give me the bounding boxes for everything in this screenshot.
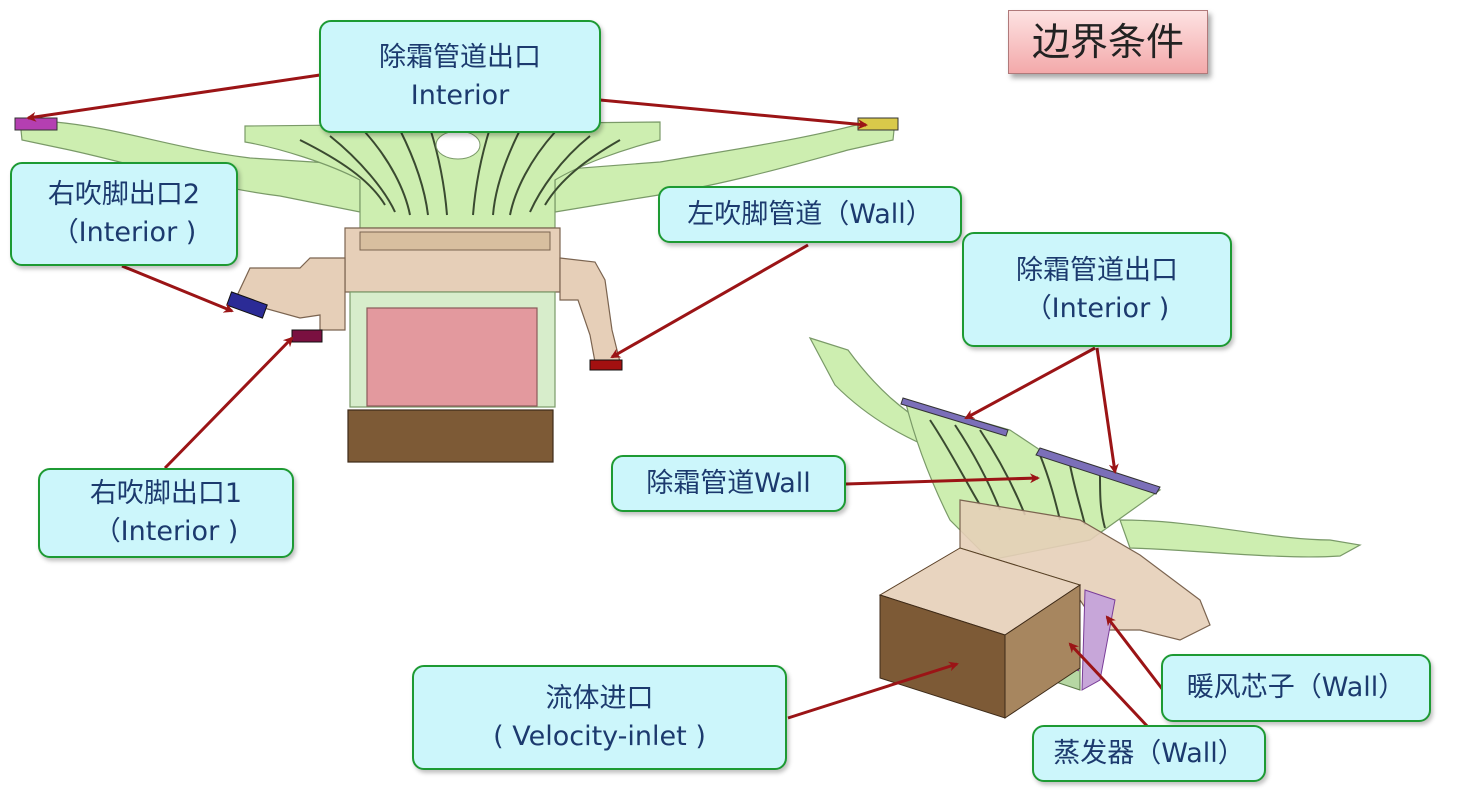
arrow-defrost-iso-a bbox=[964, 346, 1096, 420]
arrows bbox=[26, 73, 1165, 729]
left-foot-outlet bbox=[589, 359, 623, 371]
arrow-defrost-iso-b bbox=[1095, 347, 1119, 474]
arrow-fluid-inlet bbox=[787, 661, 959, 720]
callout-line2: （Interior ) bbox=[51, 217, 197, 248]
front-view-model bbox=[14, 117, 899, 463]
callout-line1: 暖风芯子（Wall） bbox=[1186, 672, 1406, 703]
callout-defrost-outlet-iso: 除霜管道出口 （Interior ) bbox=[962, 232, 1232, 347]
callout-line2: ( Velocity-inlet ) bbox=[493, 720, 706, 752]
left-foot-duct-shape bbox=[234, 257, 346, 331]
arrow-defrost-wall bbox=[845, 473, 1040, 486]
callout-right-foot-outlet-1: 右吹脚出口1 （Interior ) bbox=[38, 468, 294, 558]
callout-line2: （Interior ) bbox=[93, 516, 239, 547]
iso-inlet-side bbox=[1004, 584, 1081, 719]
callout-line1: 右吹脚出口1 bbox=[89, 478, 243, 509]
arrow-right-foot2 bbox=[121, 264, 234, 313]
arrow-defrost-right bbox=[599, 98, 868, 130]
heater-core-front bbox=[366, 307, 538, 407]
right-foot-outlet1 bbox=[291, 329, 323, 343]
iso-vanes bbox=[929, 419, 1106, 529]
callout-line1: 除霜管道Wall bbox=[646, 467, 811, 499]
arrow-defrost-left bbox=[26, 73, 321, 122]
arrow-right-foot1 bbox=[163, 336, 294, 470]
callout-left-foot-duct: 左吹脚管道（Wall） bbox=[658, 186, 962, 243]
callout-line1: 蒸发器（Wall） bbox=[1053, 737, 1245, 769]
fluid-inlet-front bbox=[347, 409, 554, 463]
callout-heater-core: 暖风芯子（Wall） bbox=[1161, 654, 1431, 722]
arrow-left-foot-duct bbox=[610, 243, 809, 359]
right-foot-outlet2 bbox=[226, 291, 268, 319]
callout-defrost-outlet-top: 除霜管道出口 Interior bbox=[319, 20, 601, 133]
iso-duct-right-arm bbox=[1119, 519, 1362, 558]
arrow-evaporator bbox=[1068, 642, 1150, 729]
iso-outlet-a bbox=[900, 397, 1009, 437]
callout-right-foot-outlet-2: 右吹脚出口2 （Interior ) bbox=[10, 162, 238, 266]
callout-evaporator: 蒸发器（Wall） bbox=[1032, 725, 1266, 782]
callout-line1: 除霜管道出口 bbox=[1016, 254, 1178, 286]
callout-line1: 左吹脚管道（Wall） bbox=[687, 198, 933, 230]
callout-line1: 右吹脚出口2 bbox=[47, 179, 201, 210]
callout-line2: Interior bbox=[410, 79, 510, 111]
callout-line1: 流体进口 bbox=[545, 682, 654, 714]
callout-fluid-inlet: 流体进口 ( Velocity-inlet ) bbox=[412, 665, 787, 770]
defrost-vanes bbox=[299, 127, 621, 216]
callout-defrost-wall: 除霜管道Wall bbox=[611, 455, 846, 512]
iso-outlet-b bbox=[1035, 447, 1161, 495]
callout-line2: （Interior ) bbox=[1024, 292, 1170, 324]
defrost-outlet-left bbox=[14, 117, 58, 131]
page-title: 边界条件 bbox=[1008, 10, 1208, 74]
callout-line1: 除霜管道出口 bbox=[379, 41, 541, 73]
arrow-heater-core bbox=[1105, 615, 1165, 691]
left-foot-duct-shape-r bbox=[559, 257, 621, 363]
